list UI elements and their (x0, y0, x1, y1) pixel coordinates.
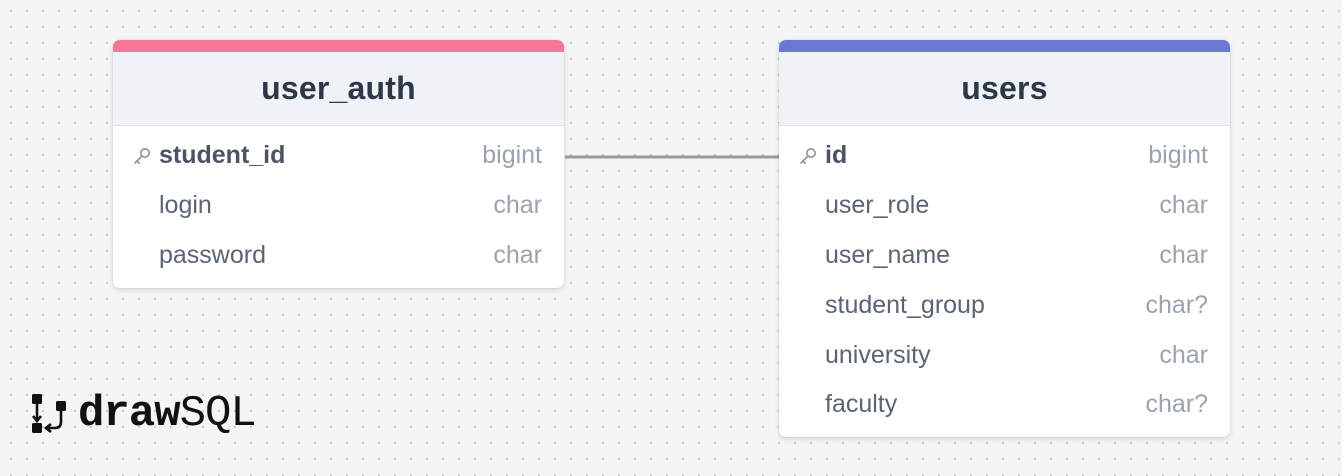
column-name: user_name (825, 240, 951, 269)
column-name: id (825, 141, 848, 170)
column-name: login (159, 191, 212, 220)
column-row-id[interactable]: id bigint (779, 131, 1230, 181)
table-users[interactable]: users id bigint user_role char user_name… (779, 40, 1230, 437)
column-name: password (159, 240, 266, 269)
column-row-user-name[interactable]: user_name char (779, 231, 1230, 281)
table-header[interactable]: user_auth (113, 52, 564, 126)
drawsql-logo: drawSQL (30, 389, 257, 439)
column-row-student-group[interactable]: student_group char? (779, 280, 1230, 330)
column-row-student-id[interactable]: student_id bigint (113, 131, 564, 181)
column-name: university (825, 340, 931, 369)
drawsql-logo-icon (31, 394, 66, 434)
column-row-university[interactable]: university char (779, 330, 1230, 380)
column-type: char (1159, 191, 1208, 220)
column-name: student_group (825, 290, 985, 319)
table-user-auth[interactable]: user_auth student_id bigint login char p… (113, 40, 564, 288)
table-header[interactable]: users (779, 52, 1230, 126)
column-name: faculty (825, 390, 898, 419)
primary-key-icon (800, 147, 816, 164)
table-accent-bar (113, 40, 564, 52)
column-name: user_role (825, 191, 930, 220)
table-title: users (961, 70, 1048, 106)
column-type: char (1159, 340, 1208, 369)
column-type: bigint (1148, 141, 1208, 170)
column-list: student_id bigint login char password ch… (113, 126, 564, 280)
column-row-faculty[interactable]: faculty char? (779, 380, 1230, 430)
column-row-login[interactable]: login char (113, 181, 564, 231)
table-title: user_auth (261, 70, 416, 106)
column-type: char? (1145, 390, 1208, 419)
primary-key-icon (134, 147, 150, 164)
column-type: bigint (482, 141, 542, 170)
logo-text-draw: draw (78, 389, 181, 439)
drawsql-logo-text: drawSQL (78, 389, 257, 439)
column-type: char (1159, 240, 1208, 269)
column-list: id bigint user_role char user_name char … (779, 126, 1230, 430)
column-type: char (493, 240, 542, 269)
column-row-user-role[interactable]: user_role char (779, 181, 1230, 231)
table-accent-bar (779, 40, 1230, 52)
column-name: student_id (159, 141, 286, 170)
logo-text-sql: SQL (179, 389, 257, 439)
column-row-password[interactable]: password char (113, 231, 564, 281)
column-type: char? (1145, 290, 1208, 319)
column-type: char (493, 191, 542, 220)
